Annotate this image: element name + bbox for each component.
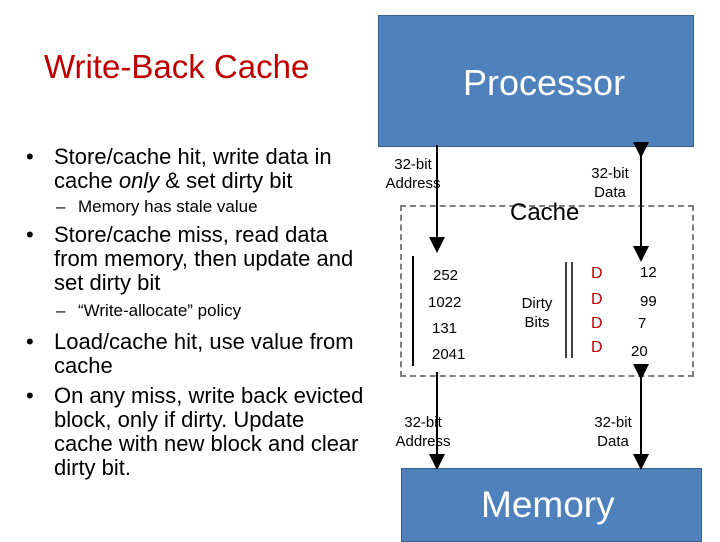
bullet-list: • Store/cache hit, write data in cache o… [18,145,368,480]
sub-bullet-text: “Write-allocate” policy [78,301,242,320]
bullet-text: Store/cache miss, read data from memory,… [54,222,354,295]
bottom-address-label: 32-bit Address [392,413,454,451]
top-address-label: 32-bit Address [378,155,448,193]
cache-data-value: 7 [638,315,647,332]
bullet-text-tail: & set dirty bit [159,168,293,193]
bullet-item: • Load/cache hit, use value from cache [18,330,368,378]
bullet-item: • On any miss, write back evicted block,… [18,384,368,480]
bullet-text: Load/cache hit, use value from cache [54,329,354,378]
dirty-bits-label: Dirty Bits [512,294,562,332]
bullet-text: On any miss, write back evicted block, o… [54,383,364,480]
bullet-dot-icon: • [26,144,34,169]
bullet-dot-icon: • [26,329,34,354]
dash-icon: – [56,197,66,216]
slide-title: Write-Back Cache [44,48,310,85]
cache-label: Cache [510,199,580,226]
bottom-data-text: 32-bit Data [594,414,632,450]
cache-box [400,205,694,377]
bullet-emphasis: only [118,168,160,193]
tag-value: 252 [433,267,459,284]
top-data-text: 32-bit Data [591,165,629,201]
dash-icon: – [56,301,66,320]
cache-data-value: 99 [640,293,657,310]
tag-value: 131 [432,320,458,337]
dirty-flag: D [591,339,603,356]
top-data-label: 32-bit Data [582,164,638,202]
dirty-bits-text: Dirty Bits [521,295,553,331]
bullet-text: Store/cache hit, write data in cache [54,144,332,193]
sub-bullet-text: Memory has stale value [78,197,258,216]
dirty-flag: D [591,265,603,282]
cache-data-value: 12 [640,264,657,281]
sub-bullet-item: – Memory has stale value [18,197,368,217]
tag-value: 2041 [432,346,466,363]
bottom-data-label: 32-bit Data [588,413,638,451]
processor-block [378,15,694,147]
memory-label: Memory [481,484,615,525]
bullet-item: • Store/cache miss, read data from memor… [18,223,368,295]
sub-bullet-item: – “Write-allocate” policy [18,301,368,321]
bullet-item: • Store/cache hit, write data in cache o… [18,145,368,193]
bullet-dot-icon: • [26,383,34,408]
bottom-address-text: 32-bit Address [395,414,451,450]
dirty-flag: D [591,315,603,332]
tag-value: 1022 [428,294,462,311]
top-address-text: 32-bit Address [385,156,441,192]
cache-data-value: 20 [631,343,648,360]
processor-label: Processor [463,62,626,103]
dirty-flag: D [591,291,603,308]
bullet-dot-icon: • [26,222,34,247]
memory-block [401,468,702,542]
